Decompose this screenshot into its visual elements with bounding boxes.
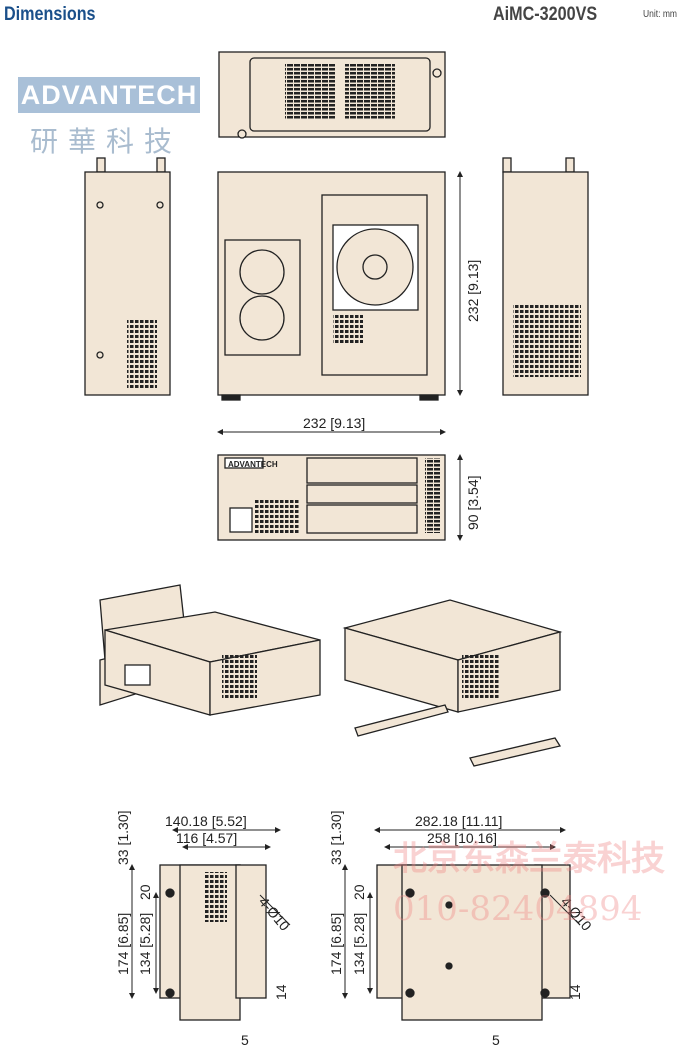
dim-edge-left: 5	[241, 1032, 249, 1048]
right-side-view	[502, 157, 589, 396]
dim-rear-height: 90 [3.54]	[465, 476, 481, 531]
rear-view	[217, 454, 446, 541]
rear-brand-label: ADVANTECH	[228, 460, 278, 469]
top-view	[218, 51, 446, 139]
page-title: Dimensions	[4, 4, 96, 25]
watermark-phone: 010-82404894	[393, 889, 642, 929]
advantech-logo-chinese: 研華科技	[30, 126, 183, 157]
front-view	[217, 171, 446, 401]
dim-slot-right: 14	[567, 984, 583, 1000]
dim-overall-height-left: 174 [6.85]	[115, 913, 131, 975]
dim-bottom-bracket-inner: 258 [10.16]	[427, 830, 497, 846]
dim-bottom-bracket-outer: 282.18 [11.11]	[415, 813, 502, 829]
bottom-view-with-brackets	[376, 864, 571, 1021]
dim-edge-right: 5	[492, 1032, 500, 1048]
model-name: AiMC-3200VS	[493, 4, 598, 25]
isometric-view-wall-mount	[99, 584, 321, 716]
left-side-view	[84, 157, 171, 396]
unit-label: Unit: mm	[643, 9, 677, 20]
isometric-view-desk-mount	[342, 599, 563, 767]
dim-hole-spacing-left: 134 [5.28]	[137, 913, 153, 975]
dim-hole-offset-left: 20	[137, 884, 153, 900]
dim-top-offset-left: 33 [1.30]	[115, 811, 131, 866]
dim-front-height: 232 [9.13]	[465, 260, 481, 322]
advantech-logo: ADVANTECH	[18, 77, 200, 113]
dim-side-bracket-outer: 140.18 [5.52]	[165, 813, 247, 829]
dim-hole-offset-right: 20	[351, 884, 367, 900]
dim-overall-height-right: 174 [6.85]	[328, 913, 344, 975]
side-view-with-brackets	[159, 864, 267, 1021]
dim-hole-spacing-right: 134 [5.28]	[351, 913, 367, 975]
dim-front-width: 232 [9.13]	[303, 415, 365, 431]
dim-top-offset-right: 33 [1.30]	[328, 811, 344, 866]
dim-side-bracket-inner: 116 [4.57]	[176, 830, 237, 846]
dim-slot-left: 14	[273, 984, 289, 1000]
watermark-company: 北京东森兰泰科技	[393, 839, 665, 879]
